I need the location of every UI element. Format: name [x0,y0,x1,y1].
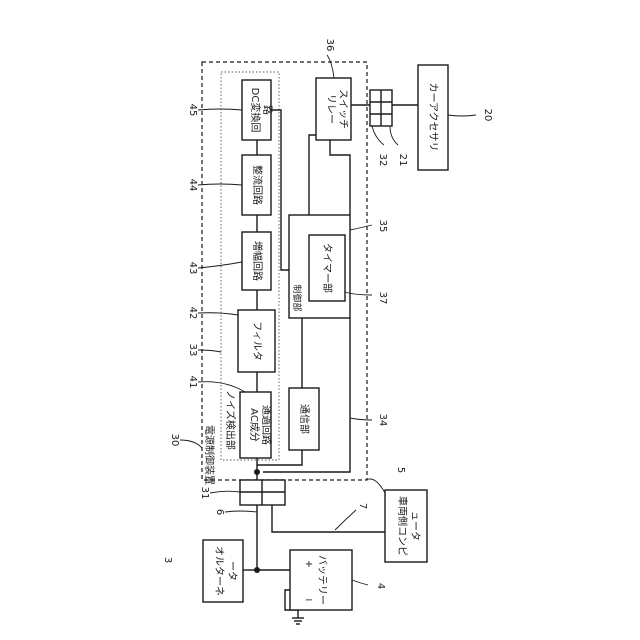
ref-34: 34 [377,414,388,427]
power-controller-label: 電源制御装置 [203,425,216,485]
control-unit-label: 制御部 [291,284,303,311]
ref-6: 6 [214,509,225,515]
leader-7 [335,510,356,530]
amplifier-label: 増幅回路 [251,241,264,281]
comm-unit-label: 通信部 [298,404,311,434]
ref-32: 32 [377,154,388,167]
leader-4 [352,580,368,585]
ac-pass-label-2: 通過回路 [260,405,273,445]
ref-7: 7 [357,503,368,509]
ref-43: 43 [187,262,198,275]
leader-36 [327,55,334,78]
timer-label: タイマー部 [321,243,334,293]
battery-minus-sign: − [305,595,313,606]
ref-20: 20 [482,109,493,122]
ref-37: 37 [377,292,388,305]
leader-21 [390,126,398,145]
relay-label-1: リレー [325,94,336,124]
leader-45 [198,109,242,110]
rectifier-label: 整流回路 [251,165,264,205]
dc-converter-label-2: 路 [261,105,274,115]
wire-35-36 [309,135,325,215]
alternator-label-2: ータ [226,561,238,581]
alternator-label-1: オルターネ [213,546,225,596]
ref-33: 33 [187,344,198,357]
ac-pass-label-1: AC成分 [248,408,260,442]
vehicle-computer-label-2: ュータ [409,511,421,541]
leader-34 [350,418,372,420]
leader-20 [448,115,476,116]
ref-44: 44 [187,179,198,192]
wire-45-35 [271,110,289,270]
leader-35 [350,225,372,230]
ref-42: 42 [187,307,198,320]
leader-32 [372,126,384,145]
filter-label: フィルタ [251,321,263,361]
leader-31 [210,491,240,493]
ref-4: 4 [375,583,386,589]
leader-42 [198,313,238,315]
noise-detector-label: ノイズ検出部 [224,390,237,450]
ref-41: 41 [187,376,198,389]
leader-7-to-5 [366,479,385,493]
ref-35: 35 [377,220,388,233]
ref-31: 31 [199,487,210,500]
leader-30 [180,440,202,448]
leader-43 [198,262,242,268]
junction-dot-31 [254,469,260,475]
leader-6 [225,511,257,512]
dc-converter-label-1: DC変換回 [249,88,262,133]
battery-label: バッテリー [316,555,328,605]
ref-45: 45 [187,104,198,117]
relay-label-2: スイッチ [337,89,349,129]
ref-21: 21 [397,154,408,167]
ref-36: 36 [324,39,335,52]
battery-plus-sign: + [305,559,313,570]
ref-5: 5 [395,467,406,473]
ref-3: 3 [162,557,173,563]
wire-36-35 [330,140,350,215]
car-accessory-label: カーアクセサリ [427,82,439,151]
leader-44 [198,184,242,185]
leader-41 [198,382,245,392]
ref-30: 30 [169,434,180,447]
vehicle-computer-label-1: 車両側コンピ [396,496,409,556]
